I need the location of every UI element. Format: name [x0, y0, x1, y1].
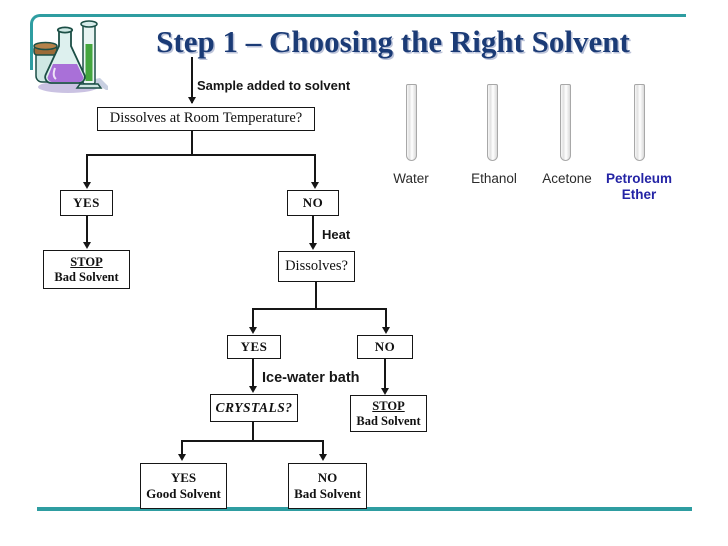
solvent-label-petroleum-ether: Petroleum Ether: [605, 171, 673, 202]
connector-line: [315, 281, 317, 310]
arrow-down-icon: [311, 182, 319, 189]
test-tube-petroleum-ether-icon: [634, 84, 645, 161]
arrow-down-icon: [83, 182, 91, 189]
heat-label: Heat: [322, 227, 351, 242]
solvent-label-water: Water: [393, 171, 429, 186]
slide-bottom-border: [37, 507, 692, 511]
connector-line: [252, 422, 254, 442]
test-tube-acetone-icon: [560, 84, 571, 161]
connector-line: [181, 440, 324, 442]
slide-top-border: [30, 14, 686, 70]
slide-title: Step 1 – Choosing the Right Solvent: [156, 24, 630, 59]
connector-line: [312, 216, 314, 244]
connector-line: [191, 57, 193, 103]
flowchart-box-stop-bad-solvent-2: STOP Bad Solvent: [350, 395, 427, 432]
connector-line: [181, 440, 183, 455]
flowchart-box-crystals: CRYSTALS?: [210, 394, 298, 422]
connector-line: [191, 129, 193, 155]
connector-line: [252, 308, 254, 328]
flowchart-box-yes-good-solvent: YES Good Solvent: [140, 463, 227, 509]
connector-line: [86, 154, 88, 183]
flowchart-box-no-bad-solvent: NO Bad Solvent: [288, 463, 367, 509]
connector-line: [322, 440, 324, 455]
test-tube-ethanol-icon: [487, 84, 498, 161]
flowchart-box-yes-room-temp: YES: [60, 190, 113, 216]
test-tube-water-icon: [406, 84, 417, 161]
connector-line: [252, 308, 387, 310]
connector-line: [314, 154, 316, 183]
arrow-down-icon: [382, 327, 390, 334]
arrow-down-icon: [188, 97, 196, 104]
arrow-down-icon: [83, 242, 91, 249]
connector-line: [86, 154, 316, 156]
flowchart-box-dissolves-room-temp: Dissolves at Room Temperature?: [97, 107, 315, 131]
flowchart-box-no-heated: NO: [357, 335, 413, 359]
arrow-down-icon: [178, 454, 186, 461]
lab-glassware-icon: [28, 18, 112, 101]
flowchart-box-yes-heated: YES: [227, 335, 281, 359]
sample-added-label: Sample added to solvent: [197, 78, 351, 93]
arrow-down-icon: [319, 454, 327, 461]
solvent-label-acetone: Acetone: [542, 171, 592, 186]
solvent-label-ethanol: Ethanol: [471, 171, 517, 186]
connector-line: [385, 308, 387, 328]
flowchart-box-dissolves-heated: Dissolves?: [278, 251, 355, 282]
arrow-down-icon: [381, 388, 389, 395]
connector-line: [384, 359, 386, 389]
arrow-down-icon: [309, 243, 317, 250]
connector-line: [252, 359, 254, 387]
ice-water-bath-label: Ice-water bath: [262, 370, 360, 386]
connector-line: [86, 216, 88, 243]
arrow-down-icon: [249, 386, 257, 393]
flowchart-box-stop-bad-solvent-1: STOP Bad Solvent: [43, 250, 130, 289]
arrow-down-icon: [249, 327, 257, 334]
flowchart-box-no-room-temp: NO: [287, 190, 339, 216]
